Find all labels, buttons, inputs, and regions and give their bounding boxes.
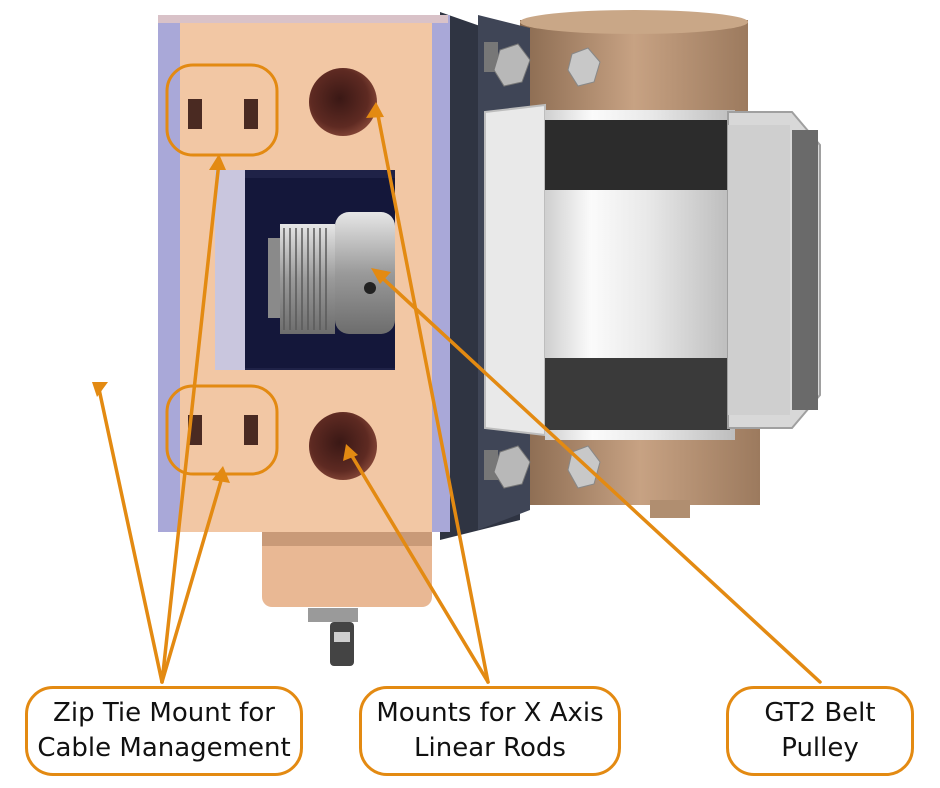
rod-mount-hole xyxy=(309,68,377,480)
callout-line: Linear Rods xyxy=(414,733,566,763)
callout-line: Pulley xyxy=(781,733,859,763)
callout-line: Mounts for X Axis xyxy=(376,698,604,728)
arrow-head xyxy=(92,102,391,483)
leader-line xyxy=(97,108,822,684)
linear-rods-callout: Mounts for X Axis Linear Rods xyxy=(359,686,621,776)
callout-line: Zip Tie Mount for xyxy=(53,698,275,728)
belt-pulley-callout: GT2 Belt Pulley xyxy=(726,686,914,776)
callout-line: Cable Management xyxy=(37,733,291,763)
gt2-pulley xyxy=(268,212,395,334)
zip-tie-mount-callout: Zip Tie Mount for Cable Management xyxy=(25,686,303,776)
hotend-block xyxy=(262,532,432,666)
callout-line: GT2 Belt xyxy=(764,698,876,728)
rod-bushing xyxy=(520,10,760,518)
stepper-motor xyxy=(484,103,821,440)
